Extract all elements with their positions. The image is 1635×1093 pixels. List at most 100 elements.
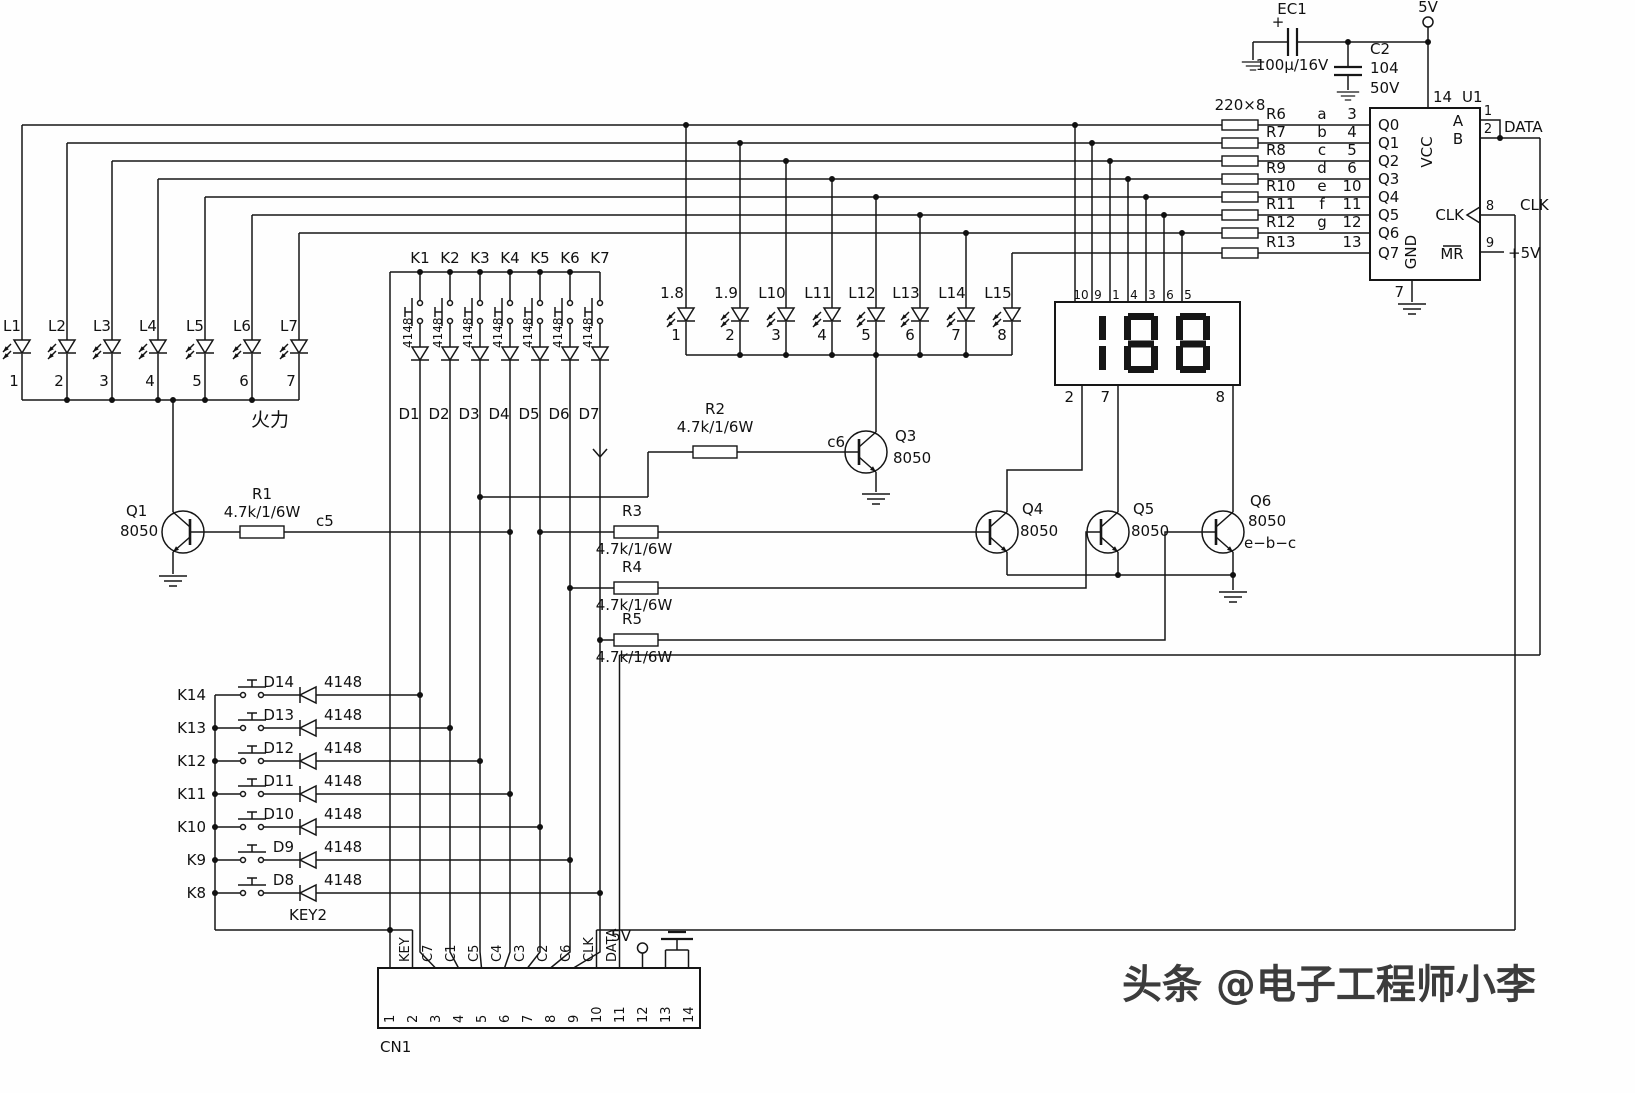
key-label: K11 [177,785,206,803]
cn1-signal: C1 [444,945,459,962]
cn1-pin: 10 [590,1006,605,1023]
ic-mr: MR [1440,245,1463,263]
diode-label: D7 [578,405,599,423]
cn1-pin: 8 [544,1015,559,1023]
r3-ref: R3 [622,502,642,520]
segment-letter: c [1318,141,1326,159]
ic-u1-body [1369,107,1481,281]
diode-part: 4148 [461,317,475,348]
ic-output: Q3 [1378,170,1399,188]
led-label: 1.9 [714,284,738,302]
diode-label: D12 [263,739,294,757]
res-label: R8 [1266,141,1286,159]
ic-pin-number: 11 [1342,195,1361,213]
led-pin: 4 [145,372,155,390]
ic-gnd: GND [1402,235,1420,269]
diode-label: D1 [398,405,419,423]
segment-letter: e [1317,177,1326,195]
led-label: L10 [758,284,785,302]
diode-part: 4148 [431,317,445,348]
disp-pin: 6 [1166,288,1174,302]
cn1-signal: C4 [490,945,505,962]
cn1-pin: 1 [383,1015,398,1023]
disp-pin: 5 [1184,288,1192,302]
group-label-firepower: 火力 [251,409,289,431]
diode-label: D13 [263,706,294,724]
led-pin: 7 [951,326,961,344]
led-pin: 1 [671,326,681,344]
led-label: L1 [3,317,21,335]
led-label: L4 [139,317,157,335]
cn1-ref: CN1 [380,1038,411,1056]
res-label: R13 [1266,233,1296,251]
key-label: K6 [560,249,579,267]
r1-value: 4.7k/1/6W [224,503,301,521]
diode-part: 4148 [551,317,565,348]
junction-dots [64,39,1503,933]
mid-led-symbols [666,307,1022,328]
ec1-plus: + [1272,13,1285,31]
cn1-signal: DATA [605,928,620,962]
ic-pin-number: 4 [1347,123,1357,141]
key-label: K3 [470,249,489,267]
key-label: K9 [187,851,206,869]
ic-clk-inner: CLK [1435,206,1465,224]
segment-letter: g [1317,213,1327,231]
q6-ref: Q6 [1250,492,1271,510]
diode-part: 4148 [521,317,535,348]
r2-value: 4.7k/1/6W [677,418,754,436]
ic-output: Q4 [1378,188,1399,206]
c2-voltage: 50V [1370,79,1400,97]
led-pin: 3 [99,372,109,390]
cn1-5v-label: 5V [611,927,632,945]
led-label: L12 [848,284,875,302]
key-label: K1 [410,249,429,267]
segment-letter: b [1317,123,1327,141]
led-pin: 3 [771,326,781,344]
res-label: R12 [1266,213,1296,231]
ic-a: A [1453,112,1464,130]
res-label: R11 [1266,195,1296,213]
key-label: K5 [530,249,549,267]
ic-pin1: 1 [1484,104,1492,119]
led-pin: 2 [725,326,735,344]
key-label: K7 [590,249,609,267]
diode-part: 4148 [324,739,362,757]
cn1-pin: 12 [636,1006,651,1023]
ic-output: Q2 [1378,152,1399,170]
key-label: K4 [500,249,519,267]
key-label: K10 [177,818,206,836]
ic-output: Q1 [1378,134,1399,152]
ic-pin-number: 5 [1347,141,1357,159]
q5-ref: Q5 [1133,500,1154,518]
disp-pin: 2 [1064,388,1074,406]
ic-output: Q6 [1378,224,1399,242]
diode-label: D4 [488,405,509,423]
resistor-symbols [239,119,1259,647]
chevron-mark [592,448,608,459]
led-pin: 6 [905,326,915,344]
cn1-signal: KEY [398,937,413,962]
q3-node: c6 [827,433,845,451]
ic-b: B [1453,130,1463,148]
key-label: K8 [187,884,206,902]
diode-part: 4148 [324,871,362,889]
cn1-signal: C5 [467,945,482,962]
diode-part: 4148 [324,838,362,856]
supply-5v-label: 5V [1418,0,1439,16]
cn1-pin: 13 [659,1006,674,1023]
diode-label: D9 [273,838,294,856]
ic-pin-number: 13 [1342,233,1361,251]
r3-value: 4.7k/1/6W [596,540,673,558]
capacitor-plates [661,28,1362,941]
cn1-signal: CLK [582,937,597,962]
ic-pin14: 14 [1433,88,1452,106]
r1-node: c5 [316,512,334,530]
led-label: 1.8 [660,284,684,302]
r2-ref: R2 [705,400,725,418]
